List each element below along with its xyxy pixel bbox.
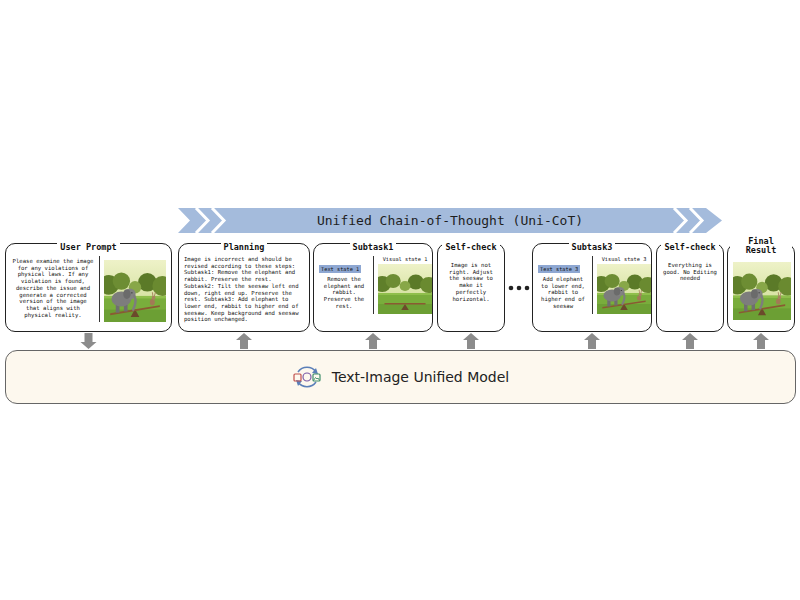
box-heading-wrap: Self-check <box>659 237 721 253</box>
box-heading-wrap: Subtask3 <box>535 237 649 253</box>
box-heading: Final Result <box>730 237 792 255</box>
text-state-col: Text state 1 Remove the elephant and rabb… <box>319 256 369 310</box>
final-box: Final Result <box>727 243 795 332</box>
box-heading: Self-check <box>442 243 499 252</box>
box-heading: User Prompt <box>57 243 119 252</box>
block-arrow <box>584 333 600 349</box>
model-icon <box>292 362 322 392</box>
text-state-col: Text state 3 Add elephant to lower end, r… <box>538 256 588 310</box>
state-tag: Text state 1 <box>319 265 361 273</box>
prompt-row: Please examine the image for any violati… <box>11 256 166 322</box>
state-label: Visual state 3 <box>597 256 651 262</box>
band-title: Unified Chain-of-Thought (Uni-CoT) <box>178 208 722 233</box>
subtask-row: Text state 1 Remove the elephant and rabb… <box>319 256 427 314</box>
check-text: Everything is good. No Editing needed <box>662 262 718 282</box>
box-heading-wrap: Subtask1 <box>316 237 430 253</box>
scene-illustration <box>733 262 791 320</box>
prompt-box: User PromptPlease examine the image for … <box>5 243 172 332</box>
prompt-text: Please examine the image for any violati… <box>11 258 95 318</box>
model-title: Text-Image Unified Model <box>332 369 509 385</box>
box-heading-wrap: User Prompt <box>8 237 169 253</box>
model-box: Text-Image Unified Model <box>5 350 796 404</box>
box-heading: Self-check <box>661 243 718 252</box>
sub-box: Subtask1Text state 1 Remove the elephant … <box>313 243 433 332</box>
box-heading: Subtask3 <box>569 243 616 252</box>
block-arrow <box>682 333 698 349</box>
prompt-text-col: Please examine the image for any violati… <box>11 256 95 318</box>
plan-box: PlanningImage is incorrect and should be… <box>178 243 310 332</box>
block-arrow <box>81 333 97 349</box>
state-label: Visual state 1 <box>378 256 432 262</box>
subtask-row: Text state 3 Add elephant to lower end, r… <box>538 256 646 314</box>
box-heading-wrap: Final Result <box>730 237 792 256</box>
visual-state-col: Visual state 1 <box>378 256 432 314</box>
scene-illustration <box>104 260 166 322</box>
block-arrow <box>365 333 381 349</box>
divider-line <box>99 256 100 322</box>
block-arrow <box>236 333 252 349</box>
check-box: Self-checkEverything is good. No Editing… <box>656 243 724 332</box>
scene-illustration <box>597 264 651 314</box>
state-text: Remove the elephant and rabbit. Preserve… <box>319 276 369 310</box>
plan-text: Image is incorrect and should be revised… <box>184 256 304 323</box>
sub-box: Subtask3Text state 3 Add elephant to lowe… <box>532 243 652 332</box>
scene-illustration <box>378 264 432 314</box>
divider-line <box>373 256 374 314</box>
state-text: Add elephant to lower end, rabbit to hig… <box>538 276 588 310</box>
block-arrow <box>753 333 769 349</box>
state-tag: Text state 3 <box>538 265 580 273</box>
visual-state-col: Visual state 3 <box>597 256 651 314</box>
box-heading-wrap: Planning <box>181 237 307 253</box>
divider-line <box>592 256 593 314</box>
box-heading: Planning <box>221 243 268 252</box>
box-heading-wrap: Self-check <box>440 237 502 253</box>
box-heading: Subtask1 <box>350 243 397 252</box>
check-box: Self-checkImage is not right. Adjust the… <box>437 243 505 332</box>
chevron-band: Unified Chain-of-Thought (Uni-CoT) <box>178 208 722 233</box>
check-text: Image is not right. Adjust the seesaw to… <box>443 262 499 302</box>
check-wrap: Everything is good. No Editing needed <box>662 256 718 282</box>
block-arrow <box>463 333 479 349</box>
ellipsis-dots <box>507 284 531 292</box>
check-wrap: Image is not right. Adjust the seesaw to… <box>443 256 499 302</box>
